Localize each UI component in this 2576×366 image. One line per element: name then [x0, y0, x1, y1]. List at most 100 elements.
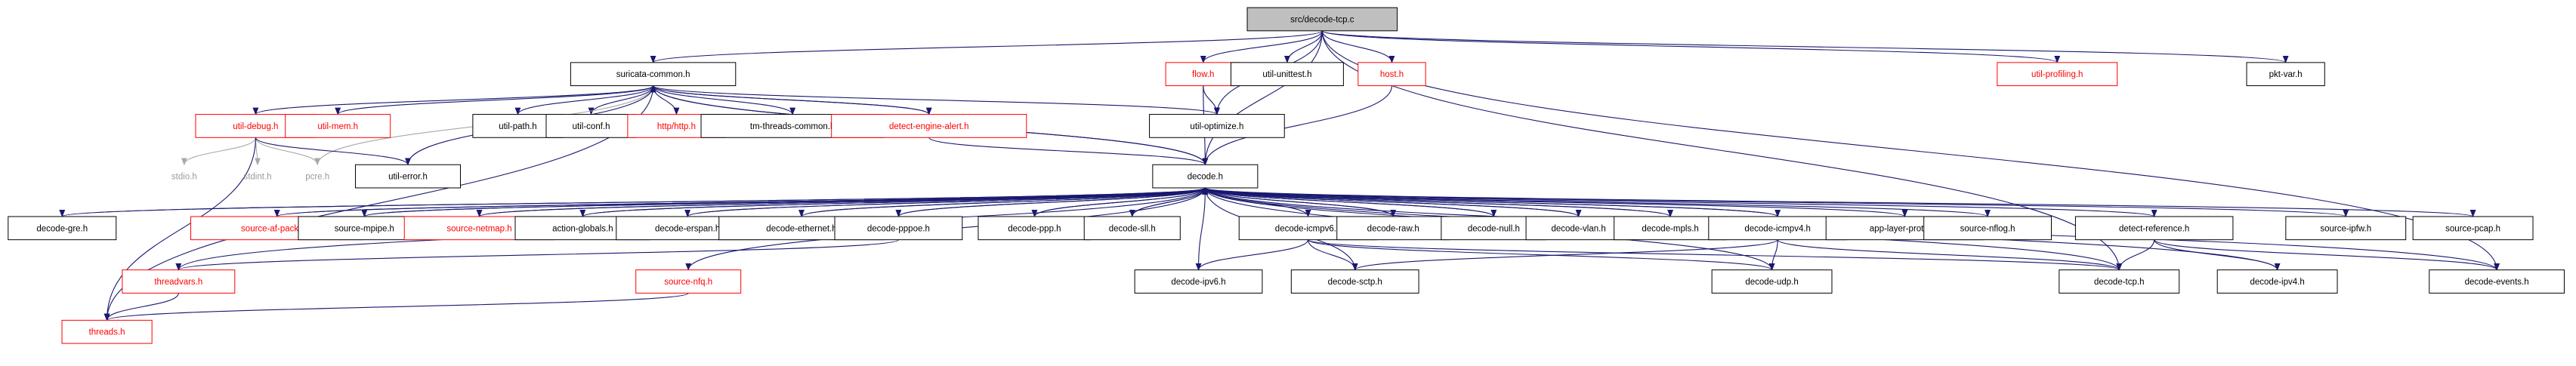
node-label: stdio.h	[171, 173, 197, 182]
node-label: util-error.h	[388, 173, 428, 182]
node-decode-ipv4[interactable]: decode-ipv4.h	[2216, 269, 2338, 294]
edge-threadvars-to-threads	[103, 293, 179, 321]
node-host[interactable]: host.h	[1357, 62, 1426, 87]
node-box	[1165, 62, 1241, 87]
node-source-nflog[interactable]: source-nflog.h	[1923, 216, 2052, 241]
edge-decode_icmpv6-to-decode_udp	[1308, 239, 1775, 271]
node-box	[1357, 62, 1426, 87]
node-decode-udp[interactable]: decode-udp.h	[1711, 269, 1833, 294]
node-box	[1708, 216, 1847, 241]
node-box	[285, 114, 391, 138]
node-label: source-pcap.h	[2445, 224, 2500, 233]
node-threadvars[interactable]: threadvars.h	[122, 269, 236, 294]
node-util-optimize[interactable]: util-optimize.h	[1149, 114, 1285, 138]
node-box	[1152, 164, 1259, 189]
node-detect-reference[interactable]: detect-reference.h	[2074, 216, 2234, 241]
node-box	[2412, 216, 2534, 241]
edge-detect_reference-to-decode_ipv4	[2154, 239, 2281, 271]
node-label: util-mem.h	[317, 122, 358, 131]
edge-decode_erspan-to-decode	[687, 186, 1208, 217]
node-decode-sll[interactable]: decode-sll.h	[1083, 216, 1181, 241]
node-label: source-nfq.h	[664, 278, 712, 287]
edge-decode-to-source_nflog	[1204, 187, 1991, 217]
node-decode-ppp[interactable]: decode-ppp.h	[978, 216, 1092, 241]
node-label: decode-sctp.h	[1328, 278, 1382, 287]
node-util-unittest[interactable]: util-unittest.h	[1230, 62, 1344, 87]
edge-decode_pppoe-to-decode	[897, 186, 1209, 217]
node-label: decode-ipv6.h	[1171, 278, 1225, 287]
node-box	[2429, 269, 2565, 294]
edge-decode_icmpv4-to-decode_tcp	[1777, 239, 2123, 271]
node-decode-mpls[interactable]: decode-mpls.h	[1614, 216, 1728, 241]
node-source-nfq[interactable]: source-nfq.h	[635, 269, 742, 294]
node-label: util-debug.h	[233, 122, 278, 131]
node-decode-tcp[interactable]: decode-tcp.h	[2059, 269, 2180, 294]
edge-root-to-pkt_var	[1321, 30, 2289, 63]
node-decode-raw[interactable]: decode-raw.h	[1336, 216, 1450, 241]
node-box	[1134, 269, 1263, 294]
node-label: action-globals.h	[552, 224, 613, 233]
edge-decode_null-to-decode	[1202, 186, 1494, 217]
node-util-error[interactable]: util-error.h	[354, 164, 461, 189]
node-box	[1246, 7, 1398, 32]
edge-decode-to-decode_ipv6	[1195, 187, 1206, 271]
edge-decode_ethernet-to-decode	[801, 186, 1209, 217]
edge-flow-to-util_optimize	[1203, 85, 1220, 115]
edge-suricata_common-to-tm_threads_common	[653, 85, 796, 115]
node-decode-pppoe[interactable]: decode-pppoe.h	[834, 216, 963, 241]
node-decode-ipv6[interactable]: decode-ipv6.h	[1134, 269, 1263, 294]
node-label: pkt-var.h	[2269, 70, 2303, 79]
node-box	[1230, 62, 1344, 87]
edge-decode_raw-to-decode	[1202, 186, 1394, 217]
node-label: decode-pppoe.h	[867, 224, 930, 233]
edge-util_debug-to-stdio	[181, 137, 256, 166]
node-flow[interactable]: flow.h	[1165, 62, 1241, 87]
node-decode-icmpv4[interactable]: decode-icmpv4.h	[1708, 216, 1847, 241]
node-box	[978, 216, 1092, 241]
node-decode-events[interactable]: decode-events.h	[2429, 269, 2565, 294]
node-layer: src/decode-tcp.c suricata-common.h flow.h u…	[8, 7, 2565, 344]
node-label: host.h	[1380, 70, 1404, 79]
node-util-profiling[interactable]: util-profiling.h	[1997, 62, 2118, 87]
edge-suricata_common-to-util_optimize	[653, 85, 1220, 115]
node-detect-engine-alert[interactable]: detect-engine-alert.h	[831, 114, 1027, 138]
node-box	[1525, 216, 1632, 241]
node-label: decode-vlan.h	[1551, 224, 1605, 233]
node-label: source-af-packet.h	[241, 224, 313, 233]
edge-decode-to-detect_reference	[1204, 187, 2157, 217]
edge-detect_reference-to-decode_events	[2154, 239, 2500, 271]
node-decode-gre[interactable]: decode-gre.h	[8, 216, 117, 241]
node-box	[1997, 62, 2118, 87]
node-util-conf[interactable]: util-conf.h	[545, 114, 637, 138]
node-label: decode-events.h	[2465, 278, 2529, 287]
node-label: decode-raw.h	[1367, 224, 1419, 233]
node-source-ipfw[interactable]: source-ipfw.h	[2285, 216, 2407, 241]
node-util-mem[interactable]: util-mem.h	[285, 114, 391, 138]
node-root[interactable]: src/decode-tcp.c	[1246, 7, 1398, 32]
node-label: decode-tcp.h	[2094, 278, 2145, 287]
edge-decode_icmpv6-to-decode_ipv6	[1195, 239, 1309, 271]
edge-util_debug-to-pcre	[255, 137, 321, 166]
node-pkt-var[interactable]: pkt-var.h	[2246, 62, 2325, 87]
edge-decode_mpls-to-decode	[1202, 186, 1671, 217]
node-threads[interactable]: threads.h	[61, 319, 153, 344]
node-label: decode-ppp.h	[1008, 224, 1061, 233]
node-source-pcap[interactable]: source-pcap.h	[2412, 216, 2534, 241]
edge-source_af_packet-to-decode	[276, 186, 1208, 217]
node-box	[1149, 114, 1285, 138]
node-box	[122, 269, 236, 294]
node-box	[354, 164, 461, 189]
edge-root-to-host	[1321, 30, 1395, 63]
node-label: util-unittest.h	[1262, 70, 1311, 79]
node-decode[interactable]: decode.h	[1152, 164, 1259, 189]
node-suricata-common[interactable]: suricata-common.h	[570, 62, 737, 87]
node-label: source-nflog.h	[1960, 224, 2015, 233]
edge-suricata_common-to-util_conf	[588, 85, 654, 115]
node-pcre: pcre.h	[305, 173, 329, 182]
node-box	[8, 216, 117, 241]
edge-decode_ppp-to-decode	[1033, 186, 1209, 217]
node-box	[831, 114, 1027, 138]
node-decode-sctp[interactable]: decode-sctp.h	[1290, 269, 1419, 294]
edge-decode_pppoe-to-threadvars	[175, 239, 899, 271]
node-decode-vlan[interactable]: decode-vlan.h	[1525, 216, 1632, 241]
